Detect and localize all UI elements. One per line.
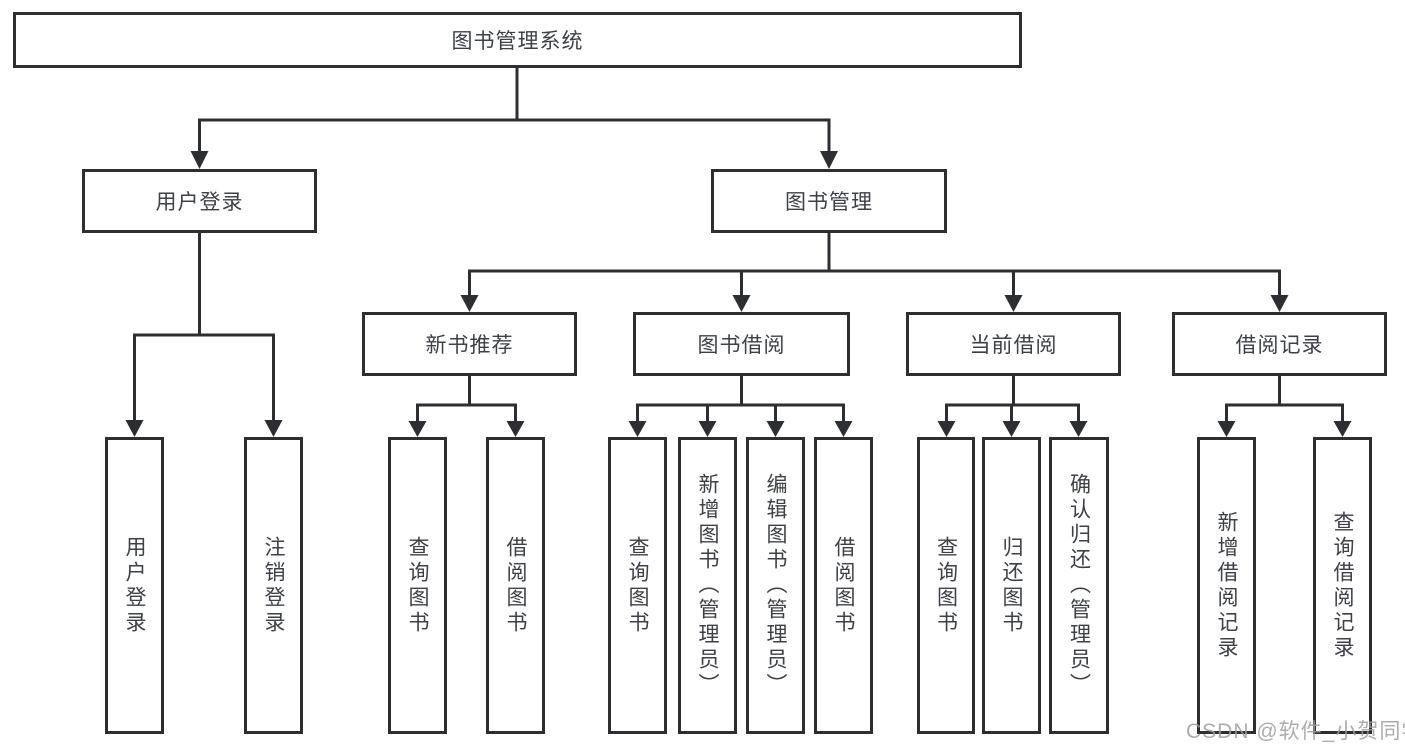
- node-current-borrow-label: 当前借阅: [969, 334, 1058, 357]
- arrowhead-icon: [190, 151, 209, 169]
- csdn-watermark: CSDN @软件_小贺同学: [1186, 720, 1405, 743]
- node-current-borrow: 当前借阅: [906, 312, 1121, 376]
- edges-group-children: [416, 376, 1344, 423]
- node-borrow-records-label: 借阅记录: [1235, 334, 1324, 357]
- leaf-query-borrow-record: 查询借阅记录: [1313, 437, 1372, 734]
- leaf-query-books-current: 查询图书: [917, 437, 975, 734]
- node-root-label: 图书管理系统: [451, 30, 584, 53]
- arrowhead-icon: [264, 420, 283, 437]
- leaf-query-books-borrow: 查询图书: [608, 437, 667, 734]
- arrowhead-icon: [506, 421, 525, 437]
- leaf-label: 借阅图书: [504, 535, 527, 636]
- leaf-label: 查询图书: [406, 535, 429, 636]
- arrowhead-icon: [937, 421, 956, 437]
- leaf-label: 新增图书（管理员）: [696, 473, 719, 698]
- arrowhead-icon: [820, 151, 838, 169]
- leaf-label: 编辑图书（管理员）: [764, 473, 787, 698]
- leaf-label: 归还图书: [1000, 535, 1023, 636]
- leaf-label: 确认归还（管理员）: [1067, 473, 1091, 698]
- leaf-edit-book-admin: 编辑图书（管理员）: [746, 437, 805, 734]
- node-book-borrow-label: 图书借阅: [697, 334, 786, 357]
- leaf-label: 新增借阅记录: [1215, 510, 1238, 661]
- edges-level1: [198, 68, 831, 152]
- arrowhead-icon: [628, 421, 647, 437]
- arrowhead-icon: [460, 295, 479, 312]
- leaf-confirm-return-admin: 确认归还（管理员）: [1049, 437, 1109, 734]
- leaf-label: 借阅图书: [832, 535, 855, 636]
- leaf-add-borrow-record: 新增借阅记录: [1197, 437, 1256, 734]
- leaf-borrow-books: 借阅图书: [814, 437, 873, 734]
- arrowhead-icon: [1270, 295, 1289, 312]
- arrowhead-icon: [1002, 421, 1021, 437]
- leaf-label: 查询图书: [626, 535, 649, 636]
- leaf-query-books-recommend: 查询图书: [388, 437, 447, 734]
- node-book-borrow: 图书借阅: [633, 312, 850, 376]
- node-borrow-records: 借阅记录: [1172, 312, 1387, 376]
- node-new-book-recommend-label: 新书推荐: [425, 334, 514, 357]
- node-user-login: 用户登录: [82, 169, 317, 233]
- leaf-user-login-label: 用户登录: [123, 535, 146, 636]
- leaf-label: 查询图书: [934, 535, 958, 636]
- arrowhead-icon: [125, 420, 144, 437]
- leaf-return-books: 归还图书: [982, 437, 1041, 734]
- arrowhead-icon: [732, 295, 751, 312]
- arrowhead-icon: [834, 421, 853, 437]
- arrowhead-icon: [1217, 421, 1236, 437]
- leaf-logout-label: 注销登录: [262, 535, 285, 636]
- arrowhead-icon: [1004, 295, 1023, 312]
- node-root: 图书管理系统: [13, 12, 1022, 68]
- leaf-add-book-admin: 新增图书（管理员）: [678, 437, 737, 734]
- arrowhead-icon: [698, 421, 717, 437]
- node-book-management: 图书管理: [711, 169, 947, 233]
- arrowhead-icon: [766, 421, 785, 437]
- edges-book-mgmt-children: [468, 233, 1281, 297]
- node-new-book-recommend: 新书推荐: [362, 312, 577, 376]
- leaf-logout: 注销登录: [244, 437, 303, 734]
- leaf-borrow-books-recommend: 借阅图书: [486, 437, 545, 734]
- arrowhead-icon: [1069, 421, 1088, 437]
- leaf-user-login: 用户登录: [105, 437, 164, 734]
- node-user-login-label: 用户登录: [155, 191, 244, 214]
- leaf-label: 查询借阅记录: [1331, 510, 1354, 661]
- node-book-management-label: 图书管理: [785, 191, 873, 214]
- arrowhead-icon: [408, 421, 427, 437]
- arrowhead-icon: [1333, 421, 1352, 437]
- edges-user-login-children: [133, 233, 275, 421]
